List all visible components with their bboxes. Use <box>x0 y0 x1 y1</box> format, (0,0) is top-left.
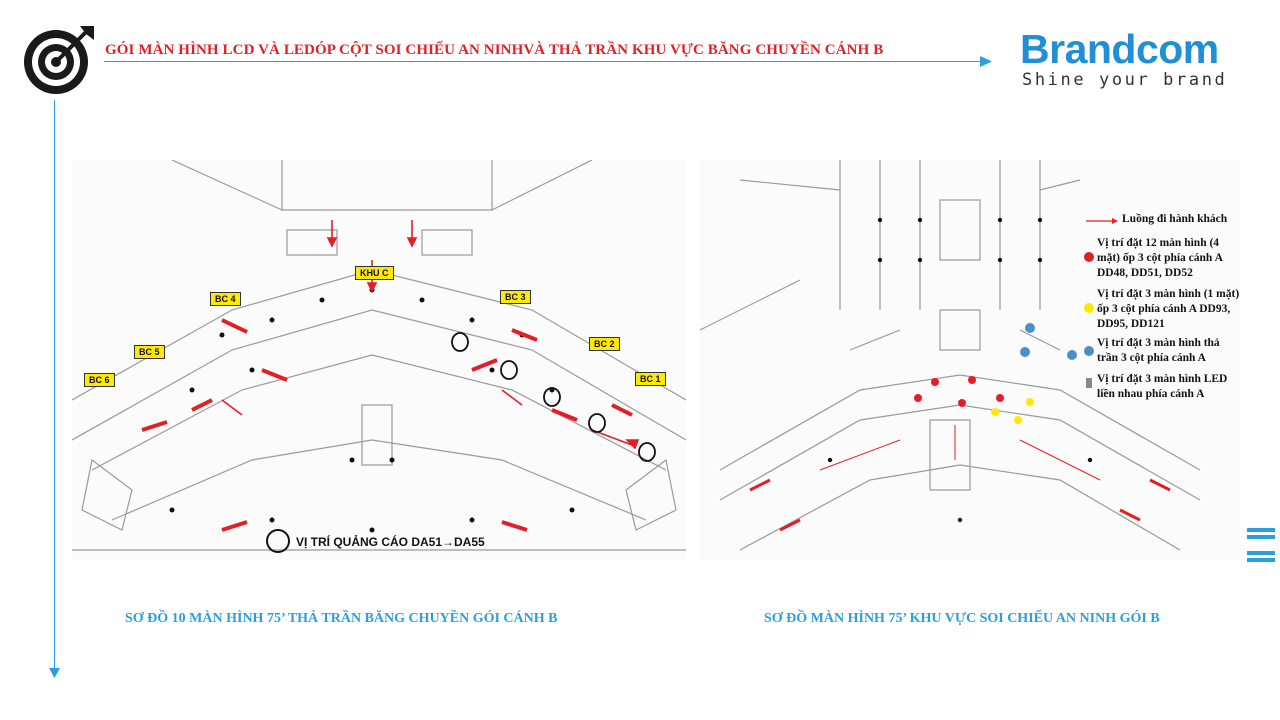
grey-rect-icon <box>1086 378 1092 388</box>
brand-logo: Brandcom <box>1020 26 1219 72</box>
legend-blue-screens: Vị trí đặt 3 màn hình thả trần 3 cột phí… <box>1097 337 1220 364</box>
arrow-down-icon <box>49 668 60 678</box>
legend-yellow-screens: Vị trí đặt 3 màn hình (1 mặt) ốp 3 cột p… <box>1097 288 1240 330</box>
page-title: GÓI MÀN HÌNH LCD VÀ LEDÓP CỘT SOI CHIẾU … <box>105 42 884 58</box>
yellow-dot-icon <box>1084 303 1094 313</box>
belt-label-bc2: BC 2 <box>589 337 620 351</box>
blue-dot-icon <box>1084 346 1094 356</box>
zone-label: KHU C <box>355 266 394 280</box>
right-map-caption: SƠ ĐỒ MÀN HÌNH 75’ KHU VỰC SOI CHIẾU AN … <box>764 611 1160 626</box>
belt-label-bc5: BC 5 <box>134 345 165 359</box>
belt-label-bc1: BC 1 <box>635 372 666 386</box>
title-underline <box>104 61 984 62</box>
left-floor-plan: KHU C BC 6 BC 5 BC 4 BC 3 BC 2 BC 1 VỊ T… <box>72 160 686 560</box>
arrow-right-icon <box>980 56 992 67</box>
legend-led-screens: Vị trí đặt 3 màn hình LED liền nhau phía… <box>1097 373 1228 400</box>
legend-icons <box>1084 218 1118 388</box>
legend-red-screens: Vị trí đặt 12 màn hình (4 mặt) ốp 3 cột … <box>1097 237 1223 279</box>
left-plan-drawing <box>72 160 686 553</box>
note-circle-icon <box>266 529 290 553</box>
left-map-caption: SƠ ĐỒ 10 MÀN HÌNH 75’ THẢ TRẦN BĂNG CHUY… <box>125 611 558 626</box>
target-logo-icon <box>24 26 94 94</box>
side-divider <box>54 100 55 670</box>
side-decoration <box>1247 528 1275 565</box>
right-plan-drawing <box>700 160 1201 551</box>
brand-tagline: Shine your brand <box>1022 70 1228 90</box>
red-dot-icon <box>1084 252 1094 262</box>
belt-label-bc6: BC 6 <box>84 373 115 387</box>
ad-position-note: VỊ TRÍ QUẢNG CÁO DA51→DA55 <box>296 535 485 549</box>
belt-label-bc3: BC 3 <box>500 290 531 304</box>
belt-label-bc4: BC 4 <box>210 292 241 306</box>
legend-passenger-flow: Luồng đi hành khách <box>1122 213 1228 225</box>
right-floor-plan: Luồng đi hành khách Vị trí đặt 12 màn hì… <box>700 160 1240 560</box>
